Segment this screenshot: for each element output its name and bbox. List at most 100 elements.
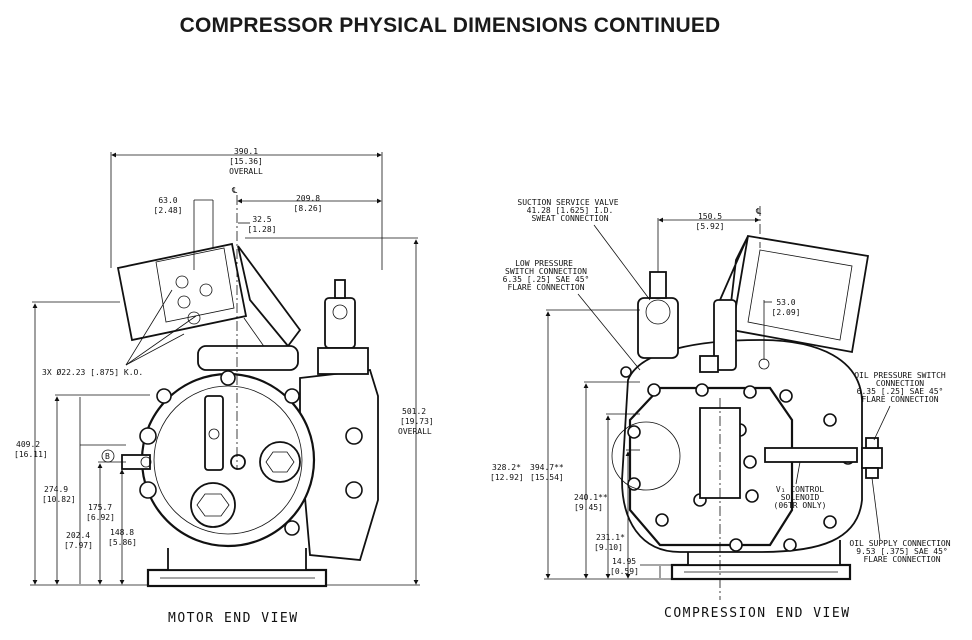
head-bolt xyxy=(743,455,757,469)
motor-centerline-symbol: ℄ xyxy=(231,186,238,195)
svg-text:202.4: 202.4 xyxy=(66,531,90,540)
head-bolt xyxy=(695,383,709,397)
motor-valve-body xyxy=(324,297,356,349)
svg-text:FLARE CONNECTION: FLARE CONNECTION xyxy=(507,283,584,292)
svg-text:SOLENOID: SOLENOID xyxy=(781,493,820,502)
motor-flange-bolt xyxy=(220,370,236,386)
svg-text:SWITCH CONNECTION: SWITCH CONNECTION xyxy=(505,267,587,276)
head-bolt xyxy=(779,389,793,403)
svg-text:SWEAT CONNECTION: SWEAT CONNECTION xyxy=(531,214,608,223)
svg-text:[5.86]: [5.86] xyxy=(108,538,137,547)
svg-text:[5.92]: [5.92] xyxy=(696,222,725,231)
motor-flange-bolt xyxy=(156,388,172,404)
head-bolt xyxy=(745,489,759,503)
oil-supply-label: OIL SUPPLY CONNECTION 9.53 [.375] SAE 45… xyxy=(849,539,950,564)
oil-pressure-fitting xyxy=(861,447,883,469)
svg-text:394.7**: 394.7** xyxy=(530,463,564,472)
svg-text:41.28 [1.625] I.D.: 41.28 [1.625] I.D. xyxy=(527,206,614,215)
head-bolt xyxy=(627,425,641,439)
svg-text:[6.92]: [6.92] xyxy=(86,513,115,522)
dim-240: 240.1** [9.45] xyxy=(574,493,608,512)
svg-text:6.35 [.25] SAE 45°: 6.35 [.25] SAE 45° xyxy=(857,387,944,396)
head-bolt xyxy=(655,513,669,527)
dim-394: 394.7** [15.54] xyxy=(530,463,564,482)
svg-text:390.1: 390.1 xyxy=(234,147,258,156)
page-title: COMPRESSOR PHYSICAL DIMENSIONS CONTINUED xyxy=(179,14,721,37)
dim-175: 175.7 [6.92] xyxy=(86,503,115,522)
low-pressure-label: LOW PRESSURE SWITCH CONNECTION 6.35 [.25… xyxy=(503,259,590,292)
head-bolt xyxy=(729,538,743,552)
motor-flange-bolt xyxy=(345,481,363,499)
compression-end-caption: COMPRESSION END VIEW xyxy=(664,606,851,621)
dim-231: 231.1* [9.10] xyxy=(594,533,625,552)
svg-text:209.8: 209.8 xyxy=(296,194,320,203)
marker-b xyxy=(101,449,115,463)
head-bolt xyxy=(783,538,797,552)
dim-14: 14.95 [0.59] xyxy=(610,557,639,576)
svg-text:150.5: 150.5 xyxy=(698,212,722,221)
svg-text:[2.09]: [2.09] xyxy=(772,308,801,317)
svg-text:FLARE CONNECTION: FLARE CONNECTION xyxy=(861,395,938,404)
svg-text:[1.28]: [1.28] xyxy=(248,225,277,234)
svg-text:9.53 [.375] SAE 45°: 9.53 [.375] SAE 45° xyxy=(856,547,948,556)
head-bolt xyxy=(743,385,757,399)
svg-text:53.0: 53.0 xyxy=(776,298,795,307)
motor-connection-block xyxy=(197,345,299,371)
svg-text:(06TR ONLY): (06TR ONLY) xyxy=(774,501,827,510)
motor-flange-bolt xyxy=(284,388,300,404)
svg-text:OIL PRESSURE SWITCH: OIL PRESSURE SWITCH xyxy=(854,371,946,380)
svg-text:501.2: 501.2 xyxy=(402,407,426,416)
svg-text:LOW PRESSURE: LOW PRESSURE xyxy=(515,259,573,268)
control-solenoid-label: V₁ CONTROL SOLENOID (06TR ONLY) xyxy=(774,485,827,510)
motor-oil-fitting xyxy=(204,395,224,471)
dim-63: 63.0 [2.48] xyxy=(154,196,183,215)
compression-end-view: ℄ 150.5 [5.92] 53.0 [2.09] SUCTION SERVI… xyxy=(490,198,951,621)
motor-flange-bolt xyxy=(284,520,300,536)
dim-202: 202.4 [7.97] xyxy=(64,531,93,550)
motor-end-caption: MOTOR END VIEW xyxy=(168,611,299,626)
svg-text:[15.54]: [15.54] xyxy=(530,473,564,482)
svg-text:240.1**: 240.1** xyxy=(574,493,608,502)
svg-text:148.8: 148.8 xyxy=(110,528,134,537)
dim-overall-height: 501.2 [19.73] OVERALL xyxy=(398,407,434,436)
dim-150: 150.5 [5.92] xyxy=(696,212,725,231)
svg-text:OVERALL: OVERALL xyxy=(229,167,263,176)
dim-409: 409.2 [16.11] xyxy=(14,440,48,459)
svg-text:6.35 [.25] SAE 45°: 6.35 [.25] SAE 45° xyxy=(503,275,590,284)
dim-53: 53.0 [2.09] xyxy=(772,298,801,317)
svg-text:409.2: 409.2 xyxy=(16,440,40,449)
motor-flange-bolt xyxy=(139,481,157,499)
svg-text:OVERALL: OVERALL xyxy=(398,427,432,436)
svg-text:[8.26]: [8.26] xyxy=(294,204,323,213)
knockout-label: 3X Ø22.23 [.875] K.O. xyxy=(42,367,143,377)
svg-text:[12.92]: [12.92] xyxy=(490,473,524,482)
svg-text:[0.59]: [0.59] xyxy=(610,567,639,576)
dim-overall-width: 390.1 [15.36] OVERALL xyxy=(229,147,263,176)
svg-text:[9.45]: [9.45] xyxy=(574,503,603,512)
svg-text:[16.11]: [16.11] xyxy=(14,450,48,459)
motor-flange-bolt xyxy=(345,427,363,445)
svg-text:[19.73]: [19.73] xyxy=(400,417,434,426)
suction-valve-label: SUCTION SERVICE VALVE 41.28 [1.625] I.D.… xyxy=(517,198,618,223)
svg-text:[2.48]: [2.48] xyxy=(154,206,183,215)
motor-valve-stem xyxy=(334,279,346,299)
dim-274: 274.9 [10.82] xyxy=(42,485,76,504)
motor-pedestal xyxy=(167,548,307,571)
motor-sight-glass xyxy=(230,454,246,470)
motor-hex-plug xyxy=(259,441,301,483)
marker-b-label: B xyxy=(105,452,110,461)
svg-text:274.9: 274.9 xyxy=(44,485,68,494)
svg-text:32.5: 32.5 xyxy=(252,215,271,224)
motor-hex-plug xyxy=(190,482,236,528)
compression-solenoid xyxy=(764,447,858,463)
svg-text:231.1*: 231.1* xyxy=(596,533,625,542)
motor-end-view: ℄ 390.1 [15.36] OVERALL 63.0 [2.48] 209.… xyxy=(14,147,434,626)
svg-text:[10.82]: [10.82] xyxy=(42,495,76,504)
compression-centerline-symbol: ℄ xyxy=(755,207,762,216)
compression-terminal-box xyxy=(730,234,870,354)
motor-terminal-box-side xyxy=(237,245,302,348)
svg-text:SUCTION SERVICE VALVE: SUCTION SERVICE VALVE xyxy=(517,198,618,207)
svg-text:175.7: 175.7 xyxy=(88,503,112,512)
svg-text:FLARE CONNECTION: FLARE CONNECTION xyxy=(863,555,940,564)
